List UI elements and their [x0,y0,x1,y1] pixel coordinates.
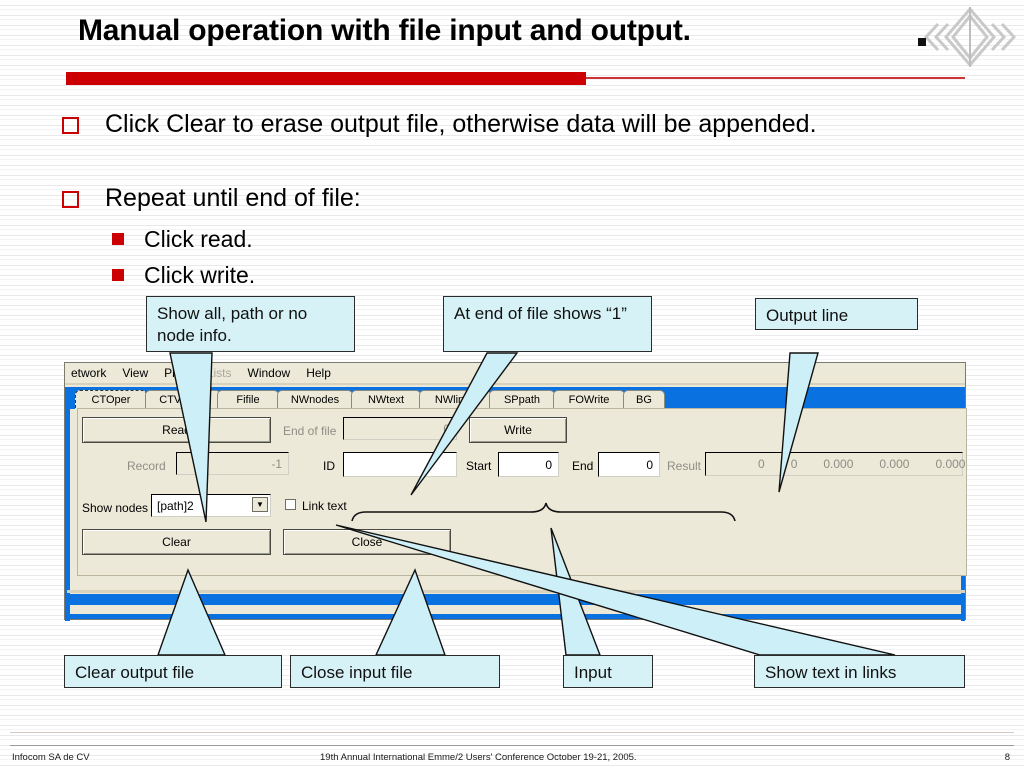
footer-center: 19th Annual International Emme/2 Users' … [320,752,637,763]
link-text-checkbox[interactable] [285,499,296,510]
write-button[interactable]: Write [469,417,567,443]
footer-rule [10,745,1014,746]
callout-output-line: Output line [755,298,918,330]
show-nodes-value: [path]2 [157,498,194,513]
bullet-item: Click write. [112,260,812,291]
id-label: ID [323,459,335,473]
menu-item-network[interactable]: etwork [71,366,107,380]
title-rule-thin [586,77,965,79]
ctoper-panel: Read End of file 0 Write Record -1 ID St… [77,408,967,576]
start-field[interactable]: 0 [498,452,559,477]
window-bottom-bar [67,594,965,605]
callout-text: At end of file shows “1” [454,304,627,323]
callout-text: Input [574,663,612,682]
callout-input: Input [563,655,653,688]
read-button[interactable]: Read [82,417,271,443]
callout-text: Show text in links [765,663,897,682]
link-text-label: Link text [302,499,347,513]
clear-button[interactable]: Clear [82,529,271,555]
callout-close-input-file: Close input file [290,655,500,688]
record-label: Record [127,459,166,473]
end-label: End [572,459,594,473]
window-bottom-groove [67,590,965,593]
menu-separator [65,383,965,385]
window-edge-left [65,387,70,621]
callout-show-nodes: Show all, path or no node info. [146,296,355,352]
bullet-square-hollow-icon [62,117,79,134]
callout-clear-output-file: Clear output file [64,655,282,688]
tab-ctoper[interactable]: CTOper [75,390,147,409]
callout-text: Close input file [301,663,413,682]
bullet-square-hollow-icon [62,191,79,208]
result-value-4: 0.000 [935,457,966,471]
tab-fowrite[interactable]: FOWrite [553,390,625,409]
bullet-item: Click Clear to erase output file, otherw… [62,108,932,141]
callout-show-text-in-links: Show text in links [754,655,965,688]
callout-text: Clear output file [75,663,195,682]
result-value-1: 0 [790,457,798,471]
show-nodes-label: Show nodes [82,501,149,515]
end-of-file-label: End of file [283,424,337,438]
bullet-item: Repeat until end of file: [62,182,932,215]
footer-page-number: 8 [1004,752,1010,763]
callout-text: Output line [766,306,849,325]
bullet-item: Click read. [112,224,812,255]
bullet-text: Repeat until end of file: [105,184,361,212]
menu-item-view[interactable]: View [122,366,149,380]
footer-left: Infocom SA de CV [12,752,90,763]
tab-sppath[interactable]: SPpath [489,390,555,409]
tab-bg[interactable]: BG [623,390,665,409]
result-label: Result [667,459,702,473]
result-value-3: 0.000 [879,457,910,471]
start-label: Start [466,459,492,473]
result-value-0: 0 [758,457,765,471]
bullet-text: Click Clear to erase output file, otherw… [105,110,817,138]
end-field[interactable]: 0 [598,452,660,477]
show-nodes-combobox[interactable]: [path]2 ▼ [151,494,271,517]
menu-item-window[interactable]: Window [247,366,291,380]
result-value-2: 0.000 [823,457,854,471]
result-field: 0 0 0.000 0.000 0.000 [705,452,966,476]
menu-item-lists: Lists [206,366,232,380]
bullet-square-solid-icon [112,269,124,281]
tab-strip: CTOper CTValues Fifile NWnodes NWtext NW… [65,387,965,409]
callout-end-of-file: At end of file shows “1” [443,296,652,352]
diamond-chevron-logo [918,6,1022,68]
title-rule-thick [66,72,586,85]
window-edge-bottom [65,614,965,619]
menu-bar: etwork View Plots Lists Window Help [65,363,965,383]
bullet-text: Click read. [144,226,253,252]
chevron-down-icon[interactable]: ▼ [252,497,268,512]
bullet-text: Click write. [144,262,256,288]
page-title: Manual operation with file input and out… [78,14,691,47]
bullet-square-solid-icon [112,233,124,245]
menu-item-help[interactable]: Help [306,366,331,380]
callout-text: Show all, path or no node info. [157,304,308,345]
footer-rule-top [10,732,1014,733]
